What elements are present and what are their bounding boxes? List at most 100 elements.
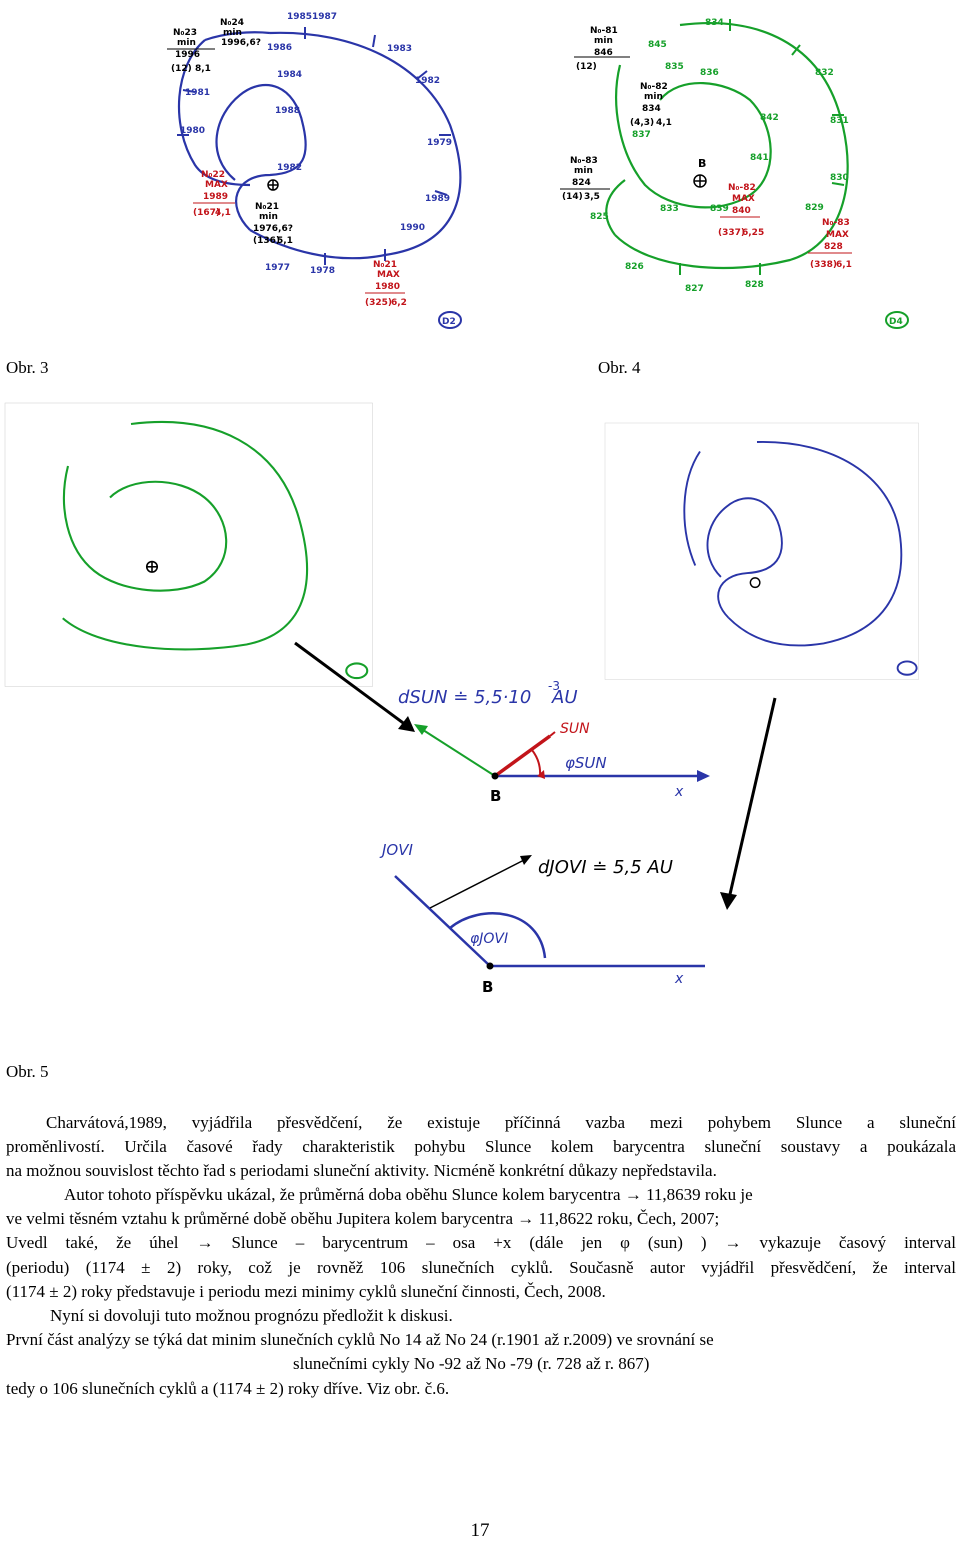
year-label: 841 <box>750 153 769 163</box>
min-label: 3,5 <box>584 192 600 202</box>
min-label: (136) <box>253 236 280 246</box>
year-label: 1979 <box>427 138 452 148</box>
year-label: 827 <box>685 284 704 294</box>
year-label: 1978 <box>310 266 335 276</box>
max-label: (325) <box>365 298 392 308</box>
x-bottom-label: x <box>674 971 684 987</box>
figure-4-green-orbit: 834 845 835 832 836 842 831 837 841 830 … <box>560 5 910 332</box>
min-label: N₀-83 <box>570 156 598 166</box>
jovi-vector-diagram: JOVI dJOVI ≐ 5,5 AU φJOVI B x <box>379 841 705 996</box>
max-label: 6,1 <box>836 260 852 270</box>
min-label: (12) <box>576 62 597 72</box>
year-label: 826 <box>625 262 644 272</box>
min-label: 5,1 <box>277 236 293 246</box>
paragraph-2-line: (1174 ± 2) roky představuje i periodu me… <box>6 1281 606 1301</box>
min-label: 1976,6? <box>253 224 293 234</box>
min-label: N₀-81 <box>590 26 618 36</box>
min-label: 1996,6? <box>221 38 261 48</box>
min-label: 824 <box>572 178 591 188</box>
paragraph-2-line: Nyní si dovoluji tuto možnou prognózu př… <box>50 1306 453 1326</box>
min-label: (12) <box>171 64 192 74</box>
max-label: MAX <box>205 180 228 190</box>
max-label: 828 <box>824 242 843 252</box>
d-sun-label: dSUN ≐ 5,5·10 <box>398 687 531 708</box>
badge-d2: D2 <box>442 317 456 327</box>
year-label: 1984 <box>277 70 302 80</box>
min-label: 4,1 <box>656 118 672 128</box>
year-label: 1980 <box>180 126 205 136</box>
paragraph-2-line: Autor tohoto příspěvku ukázal, že průměr… <box>64 1185 753 1204</box>
max-label: 6,25 <box>742 228 764 238</box>
page-number: 17 <box>470 1520 490 1541</box>
barycenter-label: B <box>698 157 706 170</box>
min-label: min <box>594 36 613 46</box>
max-label: (337) <box>718 228 745 238</box>
thumb-blue-orbit <box>604 422 919 680</box>
max-label: MAX <box>377 270 400 280</box>
year-label: 1986 <box>267 43 292 53</box>
max-label: 1980 <box>375 282 400 292</box>
year-label: 829 <box>805 203 824 213</box>
max-label: 1989 <box>203 192 228 202</box>
min-label: 846 <box>594 48 613 58</box>
year-label: 839 <box>710 204 729 214</box>
paragraph-1: Charvátová,1989, vyjádřila přesvědčení, … <box>6 1111 956 1184</box>
paragraph-1-line: proměnlivostí. Určila časové řady charak… <box>6 1137 956 1157</box>
year-label: 1981 <box>185 88 210 98</box>
min-label: min <box>644 92 663 102</box>
year-label: 1983 <box>387 44 412 54</box>
phi-jovi-label: φJOVI <box>470 931 508 947</box>
paragraph-2-line: (periodu) (1174 ± 2) roky, což je rovněž… <box>6 1257 956 1277</box>
b-bottom-label: B <box>482 978 493 996</box>
max-label: 840 <box>732 206 751 216</box>
min-label: N₀21 <box>255 202 279 212</box>
year-label: 1982 <box>415 76 440 86</box>
year-label: 1989 <box>425 194 450 204</box>
year-label: 830 <box>830 173 849 183</box>
year-label: 1987 <box>312 12 337 22</box>
year-label: 1985 <box>287 12 312 22</box>
year-label: 832 <box>815 68 834 78</box>
max-label: 6,2 <box>391 298 407 308</box>
max-label: (167) <box>193 208 220 218</box>
max-label: 4,1 <box>215 208 231 218</box>
paragraph-2-line: ve velmi těsném vztahu k průměrné době o… <box>6 1209 720 1229</box>
year-label: 845 <box>648 40 667 50</box>
year-label: 836 <box>700 68 719 78</box>
min-label: (4,3) <box>630 118 654 128</box>
paragraph-2: Autor tohoto příspěvku ukázal, že průměr… <box>6 1183 956 1401</box>
year-label: 825 <box>590 212 609 222</box>
year-label: 828 <box>745 280 764 290</box>
min-label: min <box>259 212 278 222</box>
b-top-label: B <box>490 787 501 805</box>
d-jovi-label: dJOVI ≐ 5,5 AU <box>538 857 673 878</box>
min-label: 1996 <box>175 50 200 60</box>
max-label: N₀21 <box>373 260 397 270</box>
paragraph-2-line: tedy o 106 slunečních cyklů a (1174 ± 2)… <box>6 1378 450 1398</box>
min-label: min <box>574 166 593 176</box>
badge-d4: D4 <box>889 317 903 327</box>
paragraph-2-line: slunečními cykly No -92 až No -79 (r. 72… <box>293 1354 650 1374</box>
min-label: min <box>177 38 196 48</box>
max-label: MAX <box>732 194 755 204</box>
year-label: 835 <box>665 62 684 72</box>
d-sun-unit: AU <box>551 687 578 708</box>
year-label: 1988 <box>275 106 300 116</box>
paragraph-1-line: na možnou souvislost těchto řad s period… <box>6 1161 717 1181</box>
year-label: 1990 <box>400 223 425 233</box>
caption-fig4: Obr. 4 <box>598 358 641 377</box>
max-label: MAX <box>826 230 849 240</box>
year-label: 1982 <box>277 163 302 173</box>
caption-fig3: Obr. 3 <box>6 358 49 377</box>
figure-5-composite: dSUN ≐ 5,5·10 -3 AU SUN φSUN B x JOVI dJ… <box>4 402 919 996</box>
year-label: 842 <box>760 113 779 123</box>
paragraph-2-line: První část analýzy se týká dat minim slu… <box>6 1330 714 1350</box>
year-label: 833 <box>660 204 679 214</box>
year-label: 837 <box>632 130 651 140</box>
min-label: (14) <box>562 192 583 202</box>
year-label: 1977 <box>265 263 290 273</box>
jovi-label: JOVI <box>379 841 413 859</box>
sun-label: SUN <box>560 721 590 737</box>
d-sun-exponent: -3 <box>548 679 560 693</box>
min-label: 8,1 <box>195 64 211 74</box>
